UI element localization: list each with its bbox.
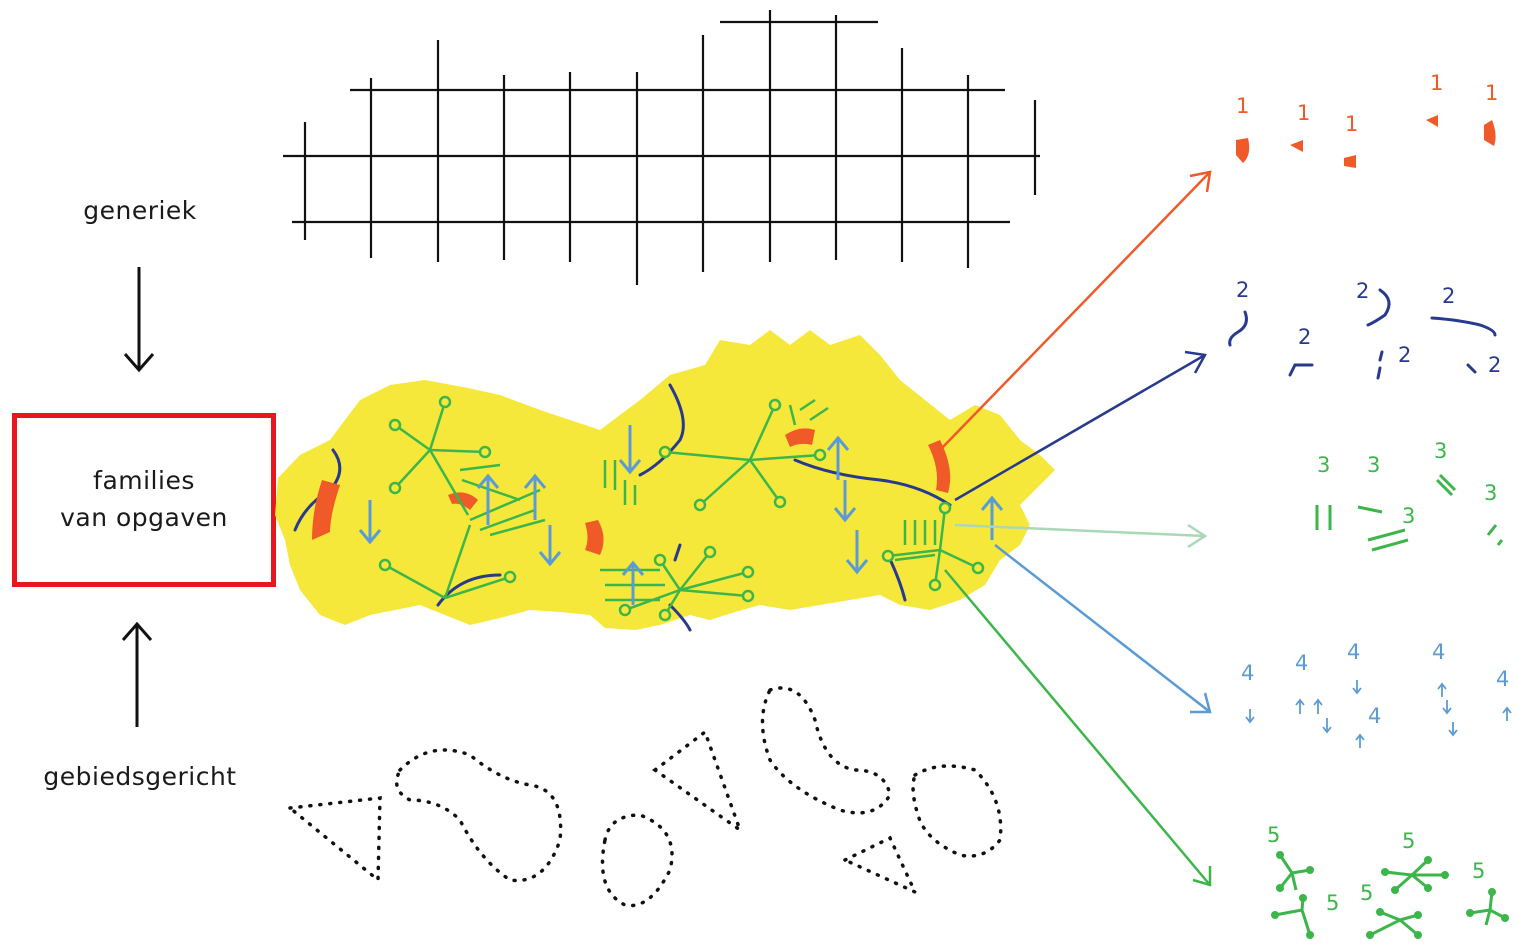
family-4-cluster: 4 4 4 4 4 4 [1241,640,1512,748]
family-5-nodes [1271,851,1509,939]
family-5-num: 5 [1360,881,1373,905]
families-line-1: families [93,466,195,495]
family-5-num: 5 [1326,891,1339,915]
family-4-num: 4 [1432,640,1445,664]
family-1-num: 1 [1485,81,1498,105]
map-orange-marks [312,428,951,555]
family-4-num: 4 [1295,651,1308,675]
label-gebiedsgericht: gebiedsgericht [43,762,237,791]
arrow-family-4 [994,544,1212,714]
families-box-text: families van opgaven [17,462,271,536]
family-1-marks [1236,115,1496,168]
family-2-num: 2 [1398,343,1411,367]
region-map [275,330,1055,630]
family-3-num: 3 [1402,504,1415,528]
label-generiek: generiek [83,196,197,225]
arrow-family-1 [939,170,1212,451]
arrow-family-2 [954,350,1207,502]
dotted-areas [285,686,1003,908]
family-4-num: 4 [1496,667,1509,691]
family-3-cluster: 3 3 3 3 3 [1315,439,1504,552]
family-1-cluster: 1 1 1 1 1 [1236,71,1498,168]
arrow-down-generiek [123,267,155,373]
family-4-num: 4 [1347,640,1360,664]
family-1-num: 1 [1297,101,1310,125]
family-2-num: 2 [1356,279,1369,303]
family-1-num: 1 [1345,112,1358,136]
family-2-marks [1228,288,1497,380]
families-box: families van opgaven [12,413,276,587]
arrow-family-3 [954,523,1208,549]
family-1-num: 1 [1430,71,1443,95]
family-3-num: 3 [1484,481,1497,505]
family-5-marks [1274,854,1506,937]
family-4-num: 4 [1241,661,1254,685]
map-green-hatches [459,398,937,602]
family-2-cluster: 2 2 2 2 2 2 [1228,278,1501,380]
arrow-up-gebiedsgericht [121,621,153,727]
family-4-num: 4 [1368,704,1381,728]
arrow-family-5 [944,569,1212,887]
map-network-nodes [378,395,985,622]
map-networks [384,401,979,616]
family-5-num: 5 [1472,859,1485,883]
family-3-num: 3 [1434,439,1447,463]
map-blue-arrows [358,425,1004,605]
family-3-num: 3 [1367,453,1380,477]
family-2-num: 2 [1298,325,1311,349]
generic-grid [283,10,1040,285]
family-3-num: 3 [1317,453,1330,477]
family-5-num: 5 [1267,823,1280,847]
family-5-num: 5 [1402,829,1415,853]
family-2-num: 2 [1236,278,1249,302]
family-4-marks [1245,680,1512,748]
family-3-marks [1315,473,1504,552]
arrows-to-families [939,170,1212,887]
family-2-num: 2 [1488,353,1501,377]
family-5-cluster: 5 5 5 5 5 [1267,823,1509,939]
family-1-num: 1 [1236,94,1249,118]
families-line-2: van opgaven [60,503,228,532]
family-2-num: 2 [1442,284,1455,308]
